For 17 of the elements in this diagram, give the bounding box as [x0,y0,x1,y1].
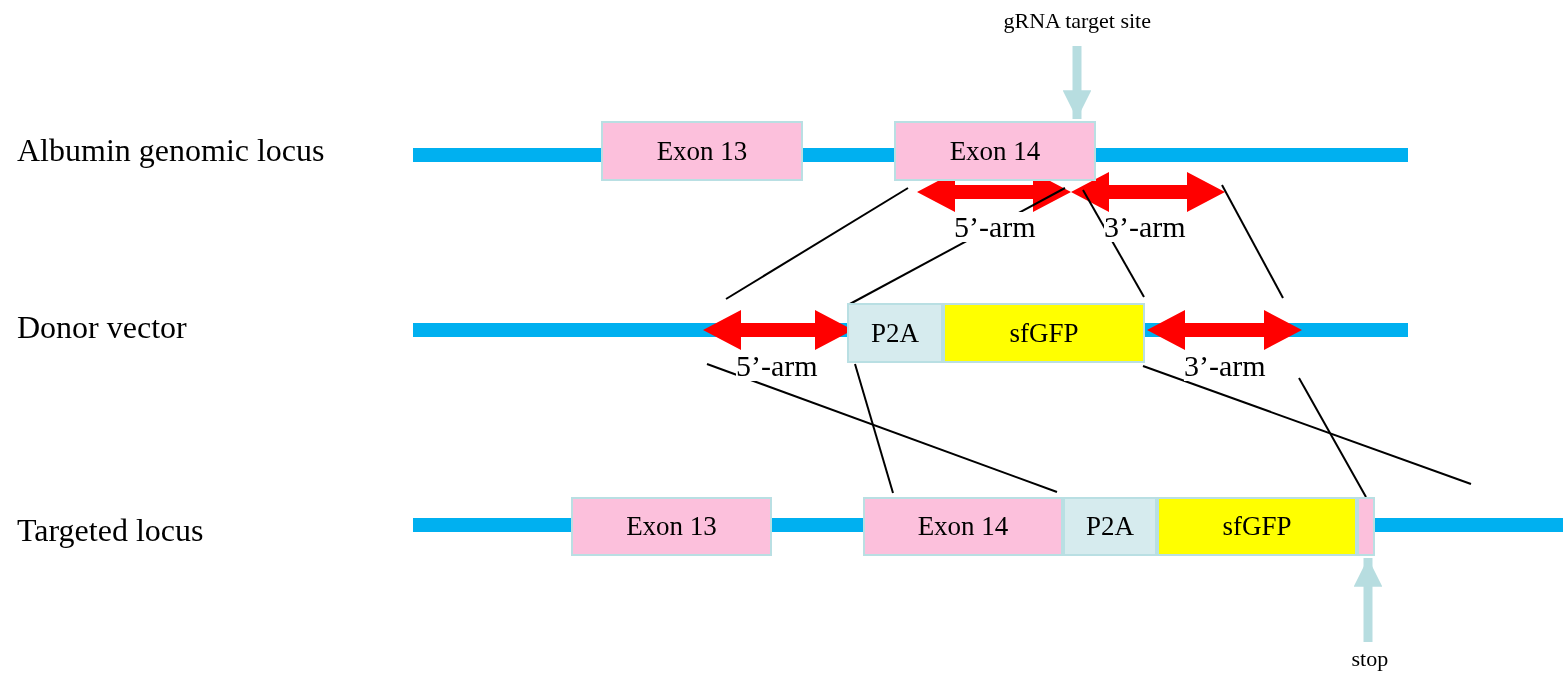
pointer-arrow [1062,46,1092,119]
p2a-box: P2A [847,303,943,363]
exon-box: Exon 14 [894,121,1096,181]
p2a-box: P2A [1063,497,1157,556]
exon-box: Exon 13 [601,121,803,181]
site-label: gRNA target site [1003,10,1151,32]
row-label: Albumin genomic locus [17,134,325,166]
arm-label: 5’-arm [954,212,1036,242]
exon-box: Exon 14 [863,497,1063,556]
row-label: Donor vector [17,311,187,343]
sfgfp-box: sfGFP [1157,497,1357,556]
stop-segment-box [1357,497,1375,556]
row-label: Targeted locus [17,514,204,546]
sfgfp-box: sfGFP [943,303,1145,363]
exon-box: Exon 13 [571,497,772,556]
site-label: stop [1351,648,1389,670]
pointer-arrow [1353,558,1383,642]
